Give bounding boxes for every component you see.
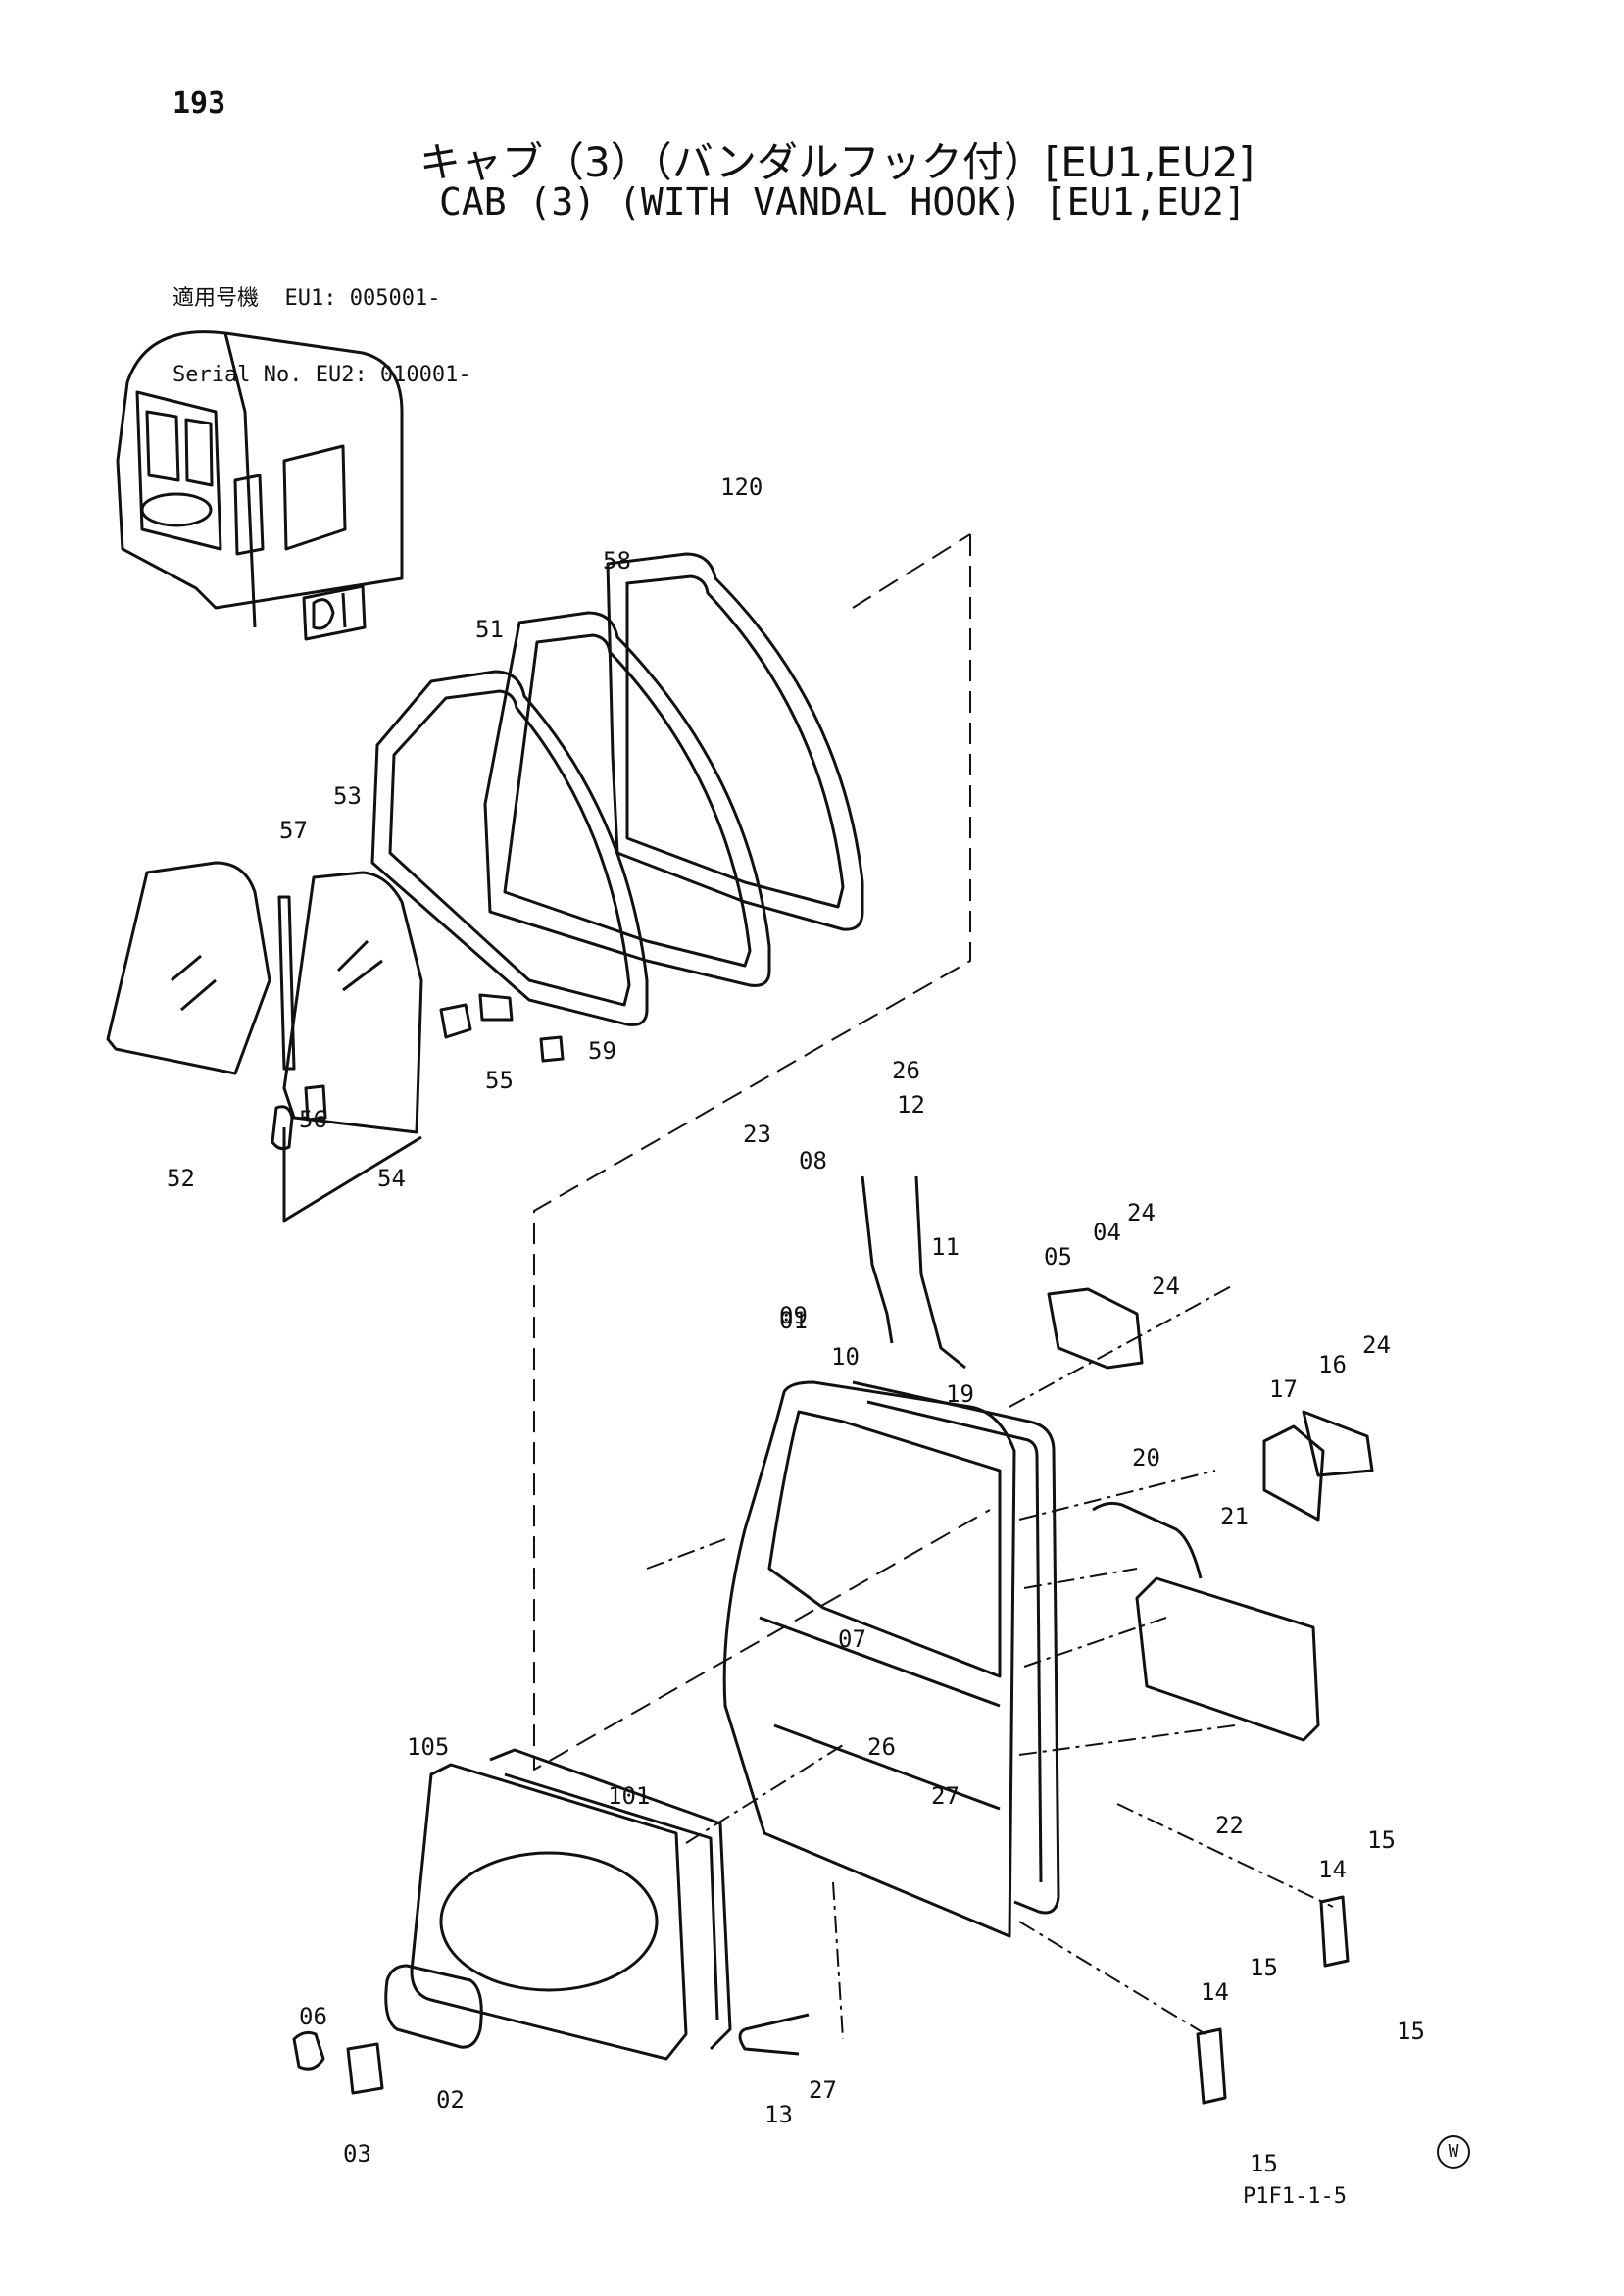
callout-101: 101: [608, 1782, 650, 1810]
group-line-54: [282, 1127, 422, 1223]
callout-14: 14: [1318, 1856, 1347, 1883]
callout-58: 58: [603, 547, 631, 574]
callout-04: 04: [1093, 1219, 1121, 1246]
callout-57: 57: [279, 817, 308, 844]
door-01: [722, 1380, 1016, 1938]
serial-label-jp: 適用号機: [172, 286, 260, 311]
plate-16: [1302, 1410, 1374, 1477]
rod-09: [861, 1175, 894, 1344]
callout-07: 07: [838, 1625, 866, 1653]
callout-120: 120: [720, 474, 763, 501]
callout-05: 05: [1044, 1243, 1072, 1271]
callout-14: 14: [1201, 1978, 1229, 2006]
callout-19: 19: [946, 1380, 974, 1408]
callout-105: 105: [407, 1733, 449, 1761]
callout-08: 08: [799, 1147, 827, 1174]
pad-under-53: [271, 1105, 294, 1151]
panel-22: [1135, 1576, 1320, 1742]
plate-02: [384, 1964, 483, 2049]
bracket-56: [304, 1084, 327, 1122]
callout-12: 12: [897, 1091, 925, 1119]
callout-13: 13: [764, 2101, 793, 2128]
callout-26: 26: [867, 1733, 896, 1761]
callout-22: 22: [1215, 1812, 1244, 1839]
hinge-14-upper: [1319, 1895, 1350, 1968]
callout-24: 24: [1152, 1273, 1180, 1300]
callout-27: 27: [931, 1782, 960, 1810]
glass-53: [282, 871, 423, 1134]
callout-11: 11: [931, 1233, 960, 1261]
serial-block: 適用号機 EU1: 005001- Serial No. EU2: 010001…: [172, 235, 471, 414]
callout-27: 27: [809, 2076, 837, 2104]
page-title-en: CAB (3) (WITH VANDAL HOOK) [EU1,EU2]: [439, 180, 1247, 224]
rod-11: [914, 1175, 966, 1370]
callout-15: 15: [1397, 2018, 1425, 2045]
callout-01: 01: [779, 1307, 808, 1334]
callout-24: 24: [1127, 1199, 1156, 1226]
handle-20: [1092, 1501, 1203, 1579]
callout-59: 59: [588, 1037, 616, 1065]
guide-frame-top: [852, 533, 971, 609]
clip-03: [346, 2042, 384, 2095]
callout-52: 52: [167, 1165, 195, 1192]
callout-10: 10: [831, 1343, 860, 1371]
callout-15: 15: [1250, 2150, 1278, 2177]
callout-26: 26: [892, 1057, 920, 1084]
serial-label-en: Serial No.: [172, 363, 303, 387]
callout-54: 54: [377, 1165, 406, 1192]
page-title-jp: キャブ（3）（バンダルフック付）[EU1,EU2]: [419, 138, 1255, 186]
connector-lines: [646, 1283, 1334, 2040]
figure-code: P1F1-1-5: [1243, 2184, 1347, 2209]
callout-03: 03: [343, 2140, 371, 2168]
callout-15: 15: [1250, 1954, 1278, 1981]
seal-120: [606, 552, 864, 931]
callout-53: 53: [333, 782, 362, 810]
seal-101: [489, 1748, 732, 2051]
serial-eu1: EU1: 005001-: [284, 286, 441, 311]
block-59: [539, 1035, 565, 1063]
serial-eu2: EU2: 010001-: [315, 363, 471, 387]
door-seal-19: [852, 1380, 1060, 1915]
w-mark-icon: W: [1437, 2135, 1470, 2169]
frame-105: [410, 1763, 688, 2061]
callout-09: 09: [779, 1302, 808, 1329]
callout-17: 17: [1269, 1375, 1298, 1403]
callout-16: 16: [1318, 1351, 1347, 1378]
hinge-14-lower: [1196, 2027, 1227, 2105]
callout-55: 55: [485, 1067, 514, 1094]
callout-06: 06: [299, 2003, 327, 2030]
callout-21: 21: [1220, 1503, 1249, 1530]
strip-57: [277, 895, 296, 1071]
seal-58: [483, 611, 771, 987]
plate-17: [1262, 1424, 1325, 1522]
callout-51: 51: [475, 616, 504, 643]
cab-thumbnail: [116, 330, 404, 641]
catch-55: [439, 993, 514, 1039]
callout-20: 20: [1132, 1444, 1160, 1472]
callout-23: 23: [743, 1121, 771, 1148]
callout-labels: 120 58 51 53 57 52 56 54 55 59 26 12 23 08 11 09 10 01 19 0…: [167, 474, 1425, 2177]
seal-51: [370, 670, 649, 1026]
callout-56: 56: [299, 1106, 327, 1133]
page-number: 193: [172, 86, 226, 121]
cap-06: [292, 2030, 325, 2071]
handle-13: [738, 2013, 810, 2056]
callout-15: 15: [1367, 1826, 1396, 1854]
callout-24: 24: [1362, 1331, 1391, 1359]
callout-02: 02: [436, 2086, 465, 2114]
glass-52: [106, 861, 271, 1075]
guide-frame: [533, 534, 991, 1771]
lock-05: [1047, 1287, 1144, 1370]
